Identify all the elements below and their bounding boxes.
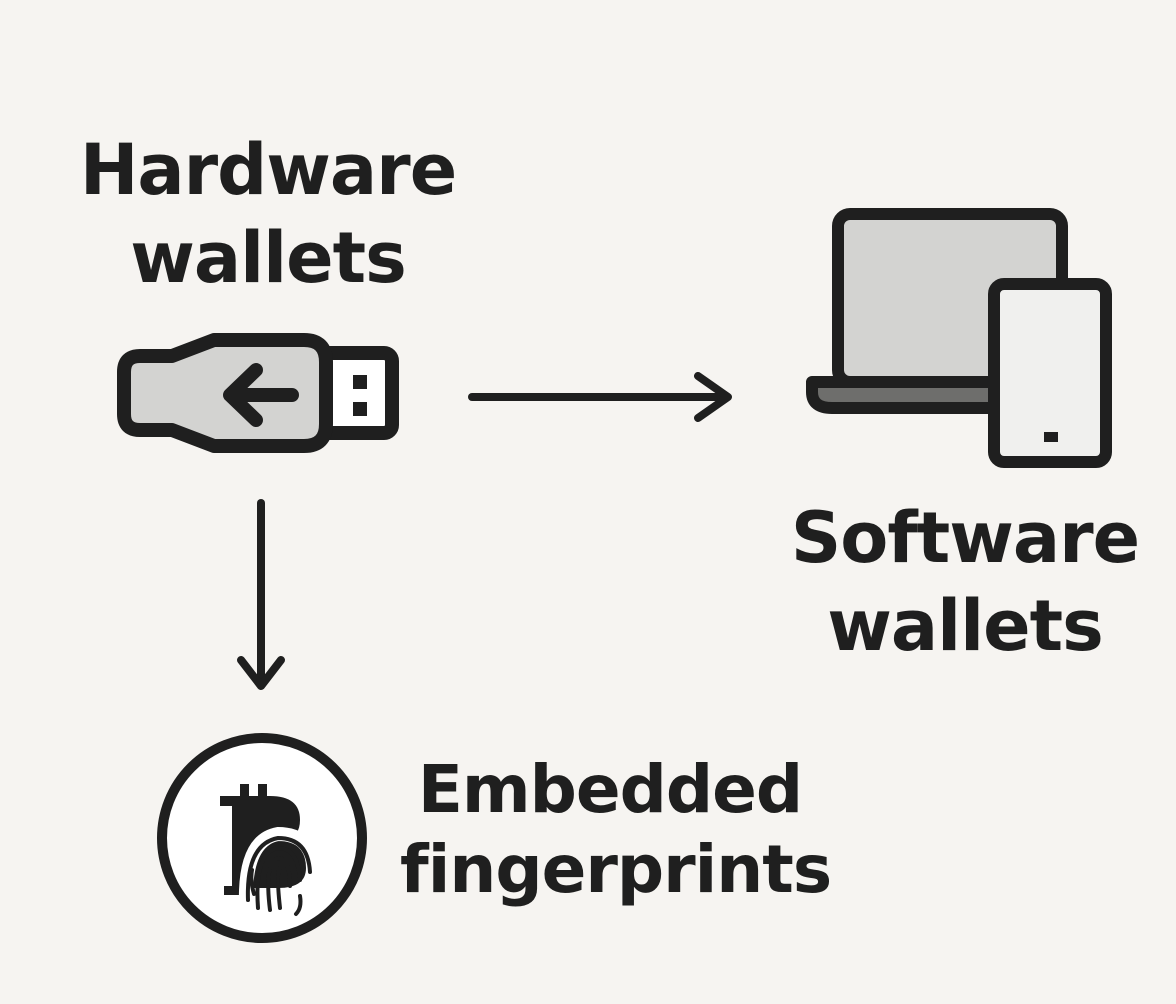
hardware-wallets-label-line1: Hardware (79, 129, 457, 211)
hardware-wallets-label-line2: wallets (130, 217, 407, 299)
software-wallets-label-line1: Software (790, 497, 1140, 579)
software-wallets-label: Software wallets (770, 494, 1160, 670)
embedded-fingerprints-label-line2: fingerprints (400, 831, 832, 908)
embedded-fingerprints-label-line1: Embedded (417, 751, 803, 828)
fingerprint-icon (238, 826, 321, 916)
hardware-wallets-label: Hardware wallets (68, 126, 468, 302)
software-wallets-label-line2: wallets (827, 585, 1104, 667)
embedded-fingerprints-label: Embedded fingerprints (400, 750, 832, 910)
